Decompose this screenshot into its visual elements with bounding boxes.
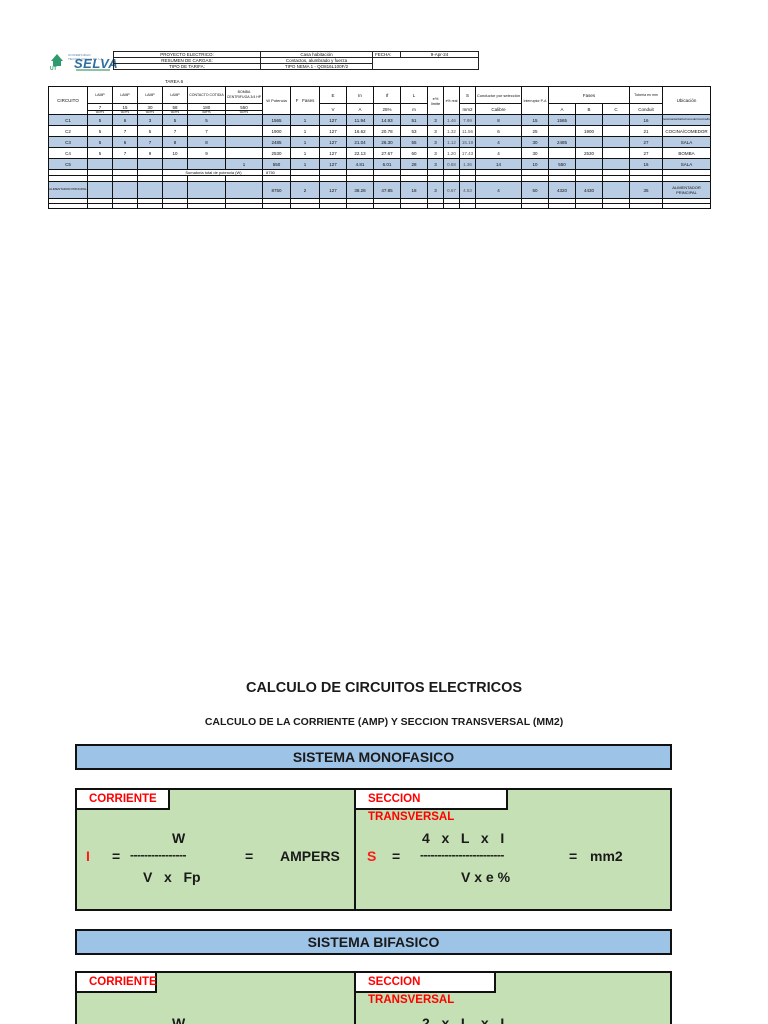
col-tuberia: Tubería en mm bbox=[629, 86, 663, 104]
col-lamp-30: LAMP bbox=[137, 86, 163, 104]
col-contacto: CONTACTO COTIDIA bbox=[187, 86, 226, 104]
monofasico-corriente-panel: CORRIENTE I = W ---------------- V x Fp … bbox=[75, 788, 356, 911]
university-logo: UT UNIVERSIDAD TECNOLOGICA DE LA SELVA bbox=[50, 52, 118, 74]
col-e-real: e% real bbox=[443, 86, 460, 115]
system-monofasico-header: SISTEMA MONOFASICO bbox=[75, 744, 672, 770]
corriente-tag: CORRIENTE bbox=[77, 790, 170, 810]
col-lamp-7: LAMP bbox=[87, 86, 113, 104]
seccion-tag: SECCION TRANSVERSAL bbox=[356, 973, 496, 1006]
col-lamp-15: LAMP bbox=[112, 86, 138, 104]
col-l: L bbox=[400, 86, 428, 104]
system-bifasico-header: SISTEMA BIFASICO bbox=[75, 929, 672, 955]
load-summary-table: CIRCUITO LAMP LAMP LAMP LAMP CONTACTO CO… bbox=[48, 86, 711, 209]
corriente-tag: CORRIENTE bbox=[77, 973, 157, 993]
col-fases: F Fases bbox=[290, 86, 320, 115]
task-label: TAREA 6 bbox=[165, 79, 184, 84]
col-w-potencia: W Potencia bbox=[262, 86, 291, 115]
logo-small-text: UNIVERSIDAD TECNOLOGICA DE LA bbox=[68, 53, 103, 61]
formulas-title: CALCULO DE CIRCUITOS ELECTRICOS bbox=[245, 680, 523, 696]
col-s: S bbox=[459, 86, 476, 104]
logo-mark-icon: UT bbox=[50, 54, 64, 72]
tariff-label: TIPO DE TARIFA: bbox=[113, 63, 261, 70]
tariff-value: TIPO NEMA 1 - QO816L100F/2 bbox=[260, 63, 373, 70]
project-header-table: PROYECTO ELECTRICO: Casa habitación FECH… bbox=[113, 51, 479, 70]
monofasico-seccion-panel: SECCION TRANSVERSAL S = 4 x L x I ------… bbox=[354, 788, 672, 911]
col-circuito: CIRCUITO bbox=[48, 86, 88, 115]
col-bomba: BOMBA CENTRIFUGA 3/4 HP bbox=[225, 86, 263, 104]
seccion-tag: SECCION TRANSVERSAL bbox=[356, 790, 508, 823]
logo-name: SELVA bbox=[74, 56, 119, 71]
bifasico-seccion-panel: SECCION TRANSVERSAL 2 x L x I bbox=[354, 971, 672, 1024]
col-interruptor: Interruptor P-A bbox=[521, 86, 549, 115]
col-fases-group: Fases bbox=[548, 86, 630, 104]
col-e: E bbox=[319, 86, 347, 104]
col-lamp-58: LAMP bbox=[162, 86, 188, 104]
formulas-subtitle: CALCULO DE LA CORRIENTE (AMP) Y SECCION … bbox=[204, 716, 564, 728]
col-conductor: Conductor por selección bbox=[475, 86, 522, 104]
col-if: If bbox=[373, 86, 401, 104]
col-e-limite: e% límite bbox=[427, 86, 444, 115]
col-in: In bbox=[346, 86, 374, 104]
bifasico-corriente-panel: CORRIENTE W bbox=[75, 971, 356, 1024]
col-ubicacion: Ubicación bbox=[662, 86, 711, 115]
